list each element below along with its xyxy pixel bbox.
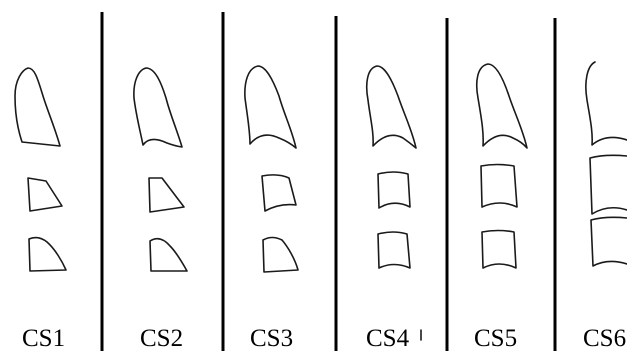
c2-odontoid-shape	[586, 62, 627, 145]
stage-cs6: CS6	[583, 62, 627, 351]
stage-label: CS2	[140, 325, 183, 351]
stage-label: CS3	[250, 325, 293, 351]
stage-label: CS4	[366, 325, 410, 351]
stage-cs1: CS1	[15, 68, 66, 351]
c4-vertebra-shape	[378, 232, 410, 268]
c2-odontoid-shape	[245, 66, 296, 148]
stage-cs4: CS4	[366, 66, 421, 351]
c2-odontoid-shape	[134, 68, 182, 147]
c3-vertebra-shape	[28, 178, 62, 211]
c2-odontoid-shape	[15, 68, 60, 146]
c4-vertebra-shape	[29, 238, 66, 271]
c2-odontoid-shape	[367, 66, 416, 148]
c2-odontoid-shape	[477, 64, 527, 148]
c3-vertebra-shape	[378, 172, 410, 208]
c3-vertebra-shape	[590, 155, 627, 214]
c4-vertebra-shape	[482, 231, 516, 269]
stage-label: CS1	[22, 325, 65, 351]
stage-cs2: CS2	[134, 68, 187, 351]
c4-vertebra-shape	[263, 238, 298, 273]
c3-vertebra-shape	[481, 165, 517, 208]
stage-label: CS5	[474, 325, 517, 351]
c3-vertebra-shape	[262, 175, 296, 211]
stage-label: CS6	[583, 325, 626, 351]
c4-vertebra-shape	[591, 217, 627, 266]
c3-vertebra-shape	[149, 178, 184, 212]
stage-cs3: CS3	[245, 66, 298, 351]
c4-vertebra-shape	[150, 239, 187, 271]
stage-cs5: CS5	[474, 64, 527, 351]
